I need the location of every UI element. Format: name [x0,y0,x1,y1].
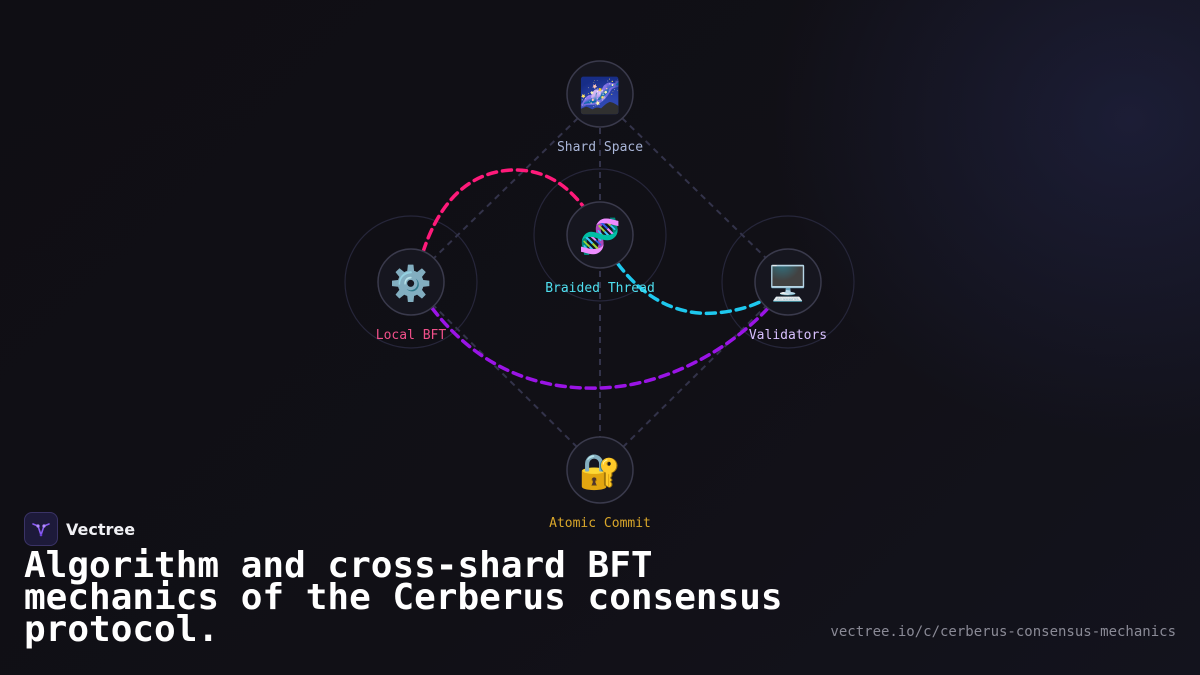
spoke-top-right [621,117,769,261]
spoke-lines [431,117,769,449]
node-shard-space: 🌌 Shard Space [557,60,643,155]
atomic-commit-label: Atomic Commit [549,516,651,531]
dna-icon: 🧬 [579,216,621,257]
shard-space-label: Shard Space [557,140,643,155]
node-local-bft: ⚙️ Local BFT [376,248,447,343]
flow-local-to-validators [430,304,772,390]
page-title: Algorithm and cross-shard BFT mechanics … [24,545,783,650]
brand-name: Vectree [66,519,136,539]
vectree-logo-icon [24,512,58,546]
validators-halo [721,215,855,349]
gear-icon: ⚙️ [390,264,432,304]
spoke-bottom-right [621,303,769,449]
node-atomic-commit: 🔐 Atomic Commit [549,436,651,531]
lock-key-icon: 🔐 [579,452,621,492]
braided-thread-circle [566,201,634,269]
brand: Vectree [24,512,135,546]
braided-thread-label: Braided Thread [545,281,655,296]
atomic-commit-circle [566,436,634,504]
validators-label: Validators [749,328,827,343]
node-braided-thread: 🧬 Braided Thread [545,201,655,296]
local-bft-label: Local BFT [376,328,447,343]
vectree-logo-mark [32,523,50,537]
node-validators: 🖥️ Validators [749,248,827,343]
local-bft-halo [344,215,478,349]
local-bft-circle [377,248,445,316]
braided-thread-halo [533,168,667,302]
page-url: vectree.io/c/cerberus-consensus-mechanic… [830,624,1176,640]
galaxy-icon: 🌌 [579,76,621,116]
spoke-top-left [431,117,579,261]
flow-local-to-braided [421,168,585,254]
shard-space-circle [566,60,634,128]
flow-braided-to-validators [616,262,766,316]
validators-circle [754,248,822,316]
desktop-computer-icon: 🖥️ [767,264,809,304]
spoke-bottom-left [431,303,579,449]
